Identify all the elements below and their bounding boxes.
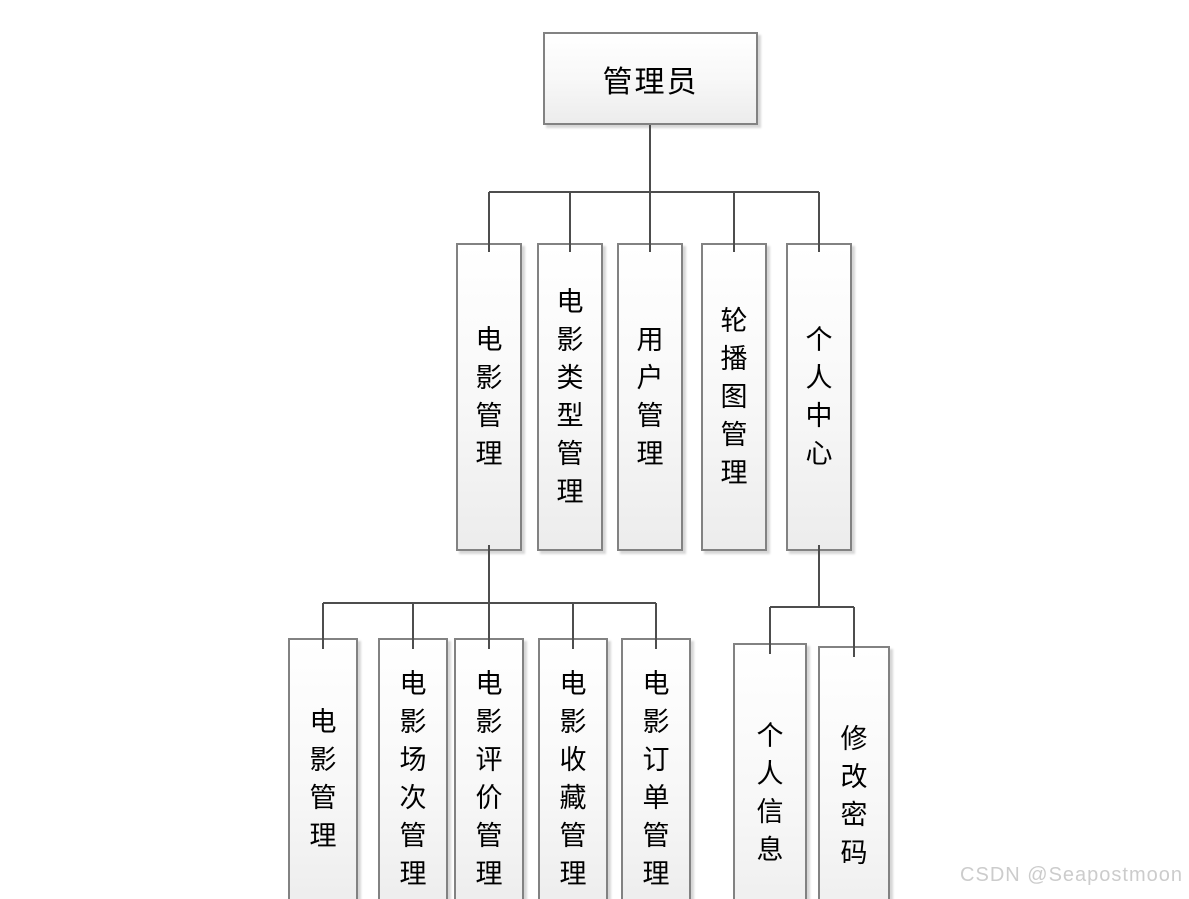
node-movie-review-management-label: 电影评价管理 bbox=[475, 668, 503, 889]
node-movie-sub-management-label: 电影管理 bbox=[309, 706, 337, 851]
node-movie-order-management-label: 电影订单管理 bbox=[642, 668, 670, 889]
node-carousel-management: 轮播图管理 bbox=[701, 243, 767, 551]
node-carousel-management-label: 轮播图管理 bbox=[720, 306, 748, 488]
node-movie-session-management-label: 电影场次管理 bbox=[399, 668, 427, 889]
node-movie-review-management: 电影评价管理 bbox=[454, 638, 524, 899]
node-personal-center-label: 个人中心 bbox=[805, 325, 833, 469]
node-movie-management-label: 电影管理 bbox=[475, 325, 503, 469]
node-change-password: 修改密码 bbox=[818, 646, 890, 899]
node-change-password-label: 修改密码 bbox=[840, 724, 868, 868]
node-movie-management: 电影管理 bbox=[456, 243, 522, 551]
node-movie-sub-management: 电影管理 bbox=[288, 638, 358, 899]
node-admin-label: 管理员 bbox=[602, 65, 699, 99]
node-user-management: 用户管理 bbox=[617, 243, 683, 551]
node-movie-favorite-management: 电影收藏管理 bbox=[538, 638, 608, 899]
node-movie-order-management: 电影订单管理 bbox=[621, 638, 691, 899]
node-personal-center: 个人中心 bbox=[786, 243, 852, 551]
node-personal-info: 个人信息 bbox=[733, 643, 807, 899]
node-personal-info-label: 个人信息 bbox=[756, 721, 784, 865]
node-movie-type-management-label: 电影类型管理 bbox=[556, 287, 584, 507]
node-user-management-label: 用户管理 bbox=[636, 325, 664, 469]
node-admin: 管理员 bbox=[543, 32, 758, 125]
csdn-watermark: CSDN @Seapostmoon bbox=[960, 864, 1183, 886]
node-movie-session-management: 电影场次管理 bbox=[378, 638, 448, 899]
node-movie-favorite-management-label: 电影收藏管理 bbox=[559, 668, 587, 889]
node-movie-type-management: 电影类型管理 bbox=[537, 243, 603, 551]
